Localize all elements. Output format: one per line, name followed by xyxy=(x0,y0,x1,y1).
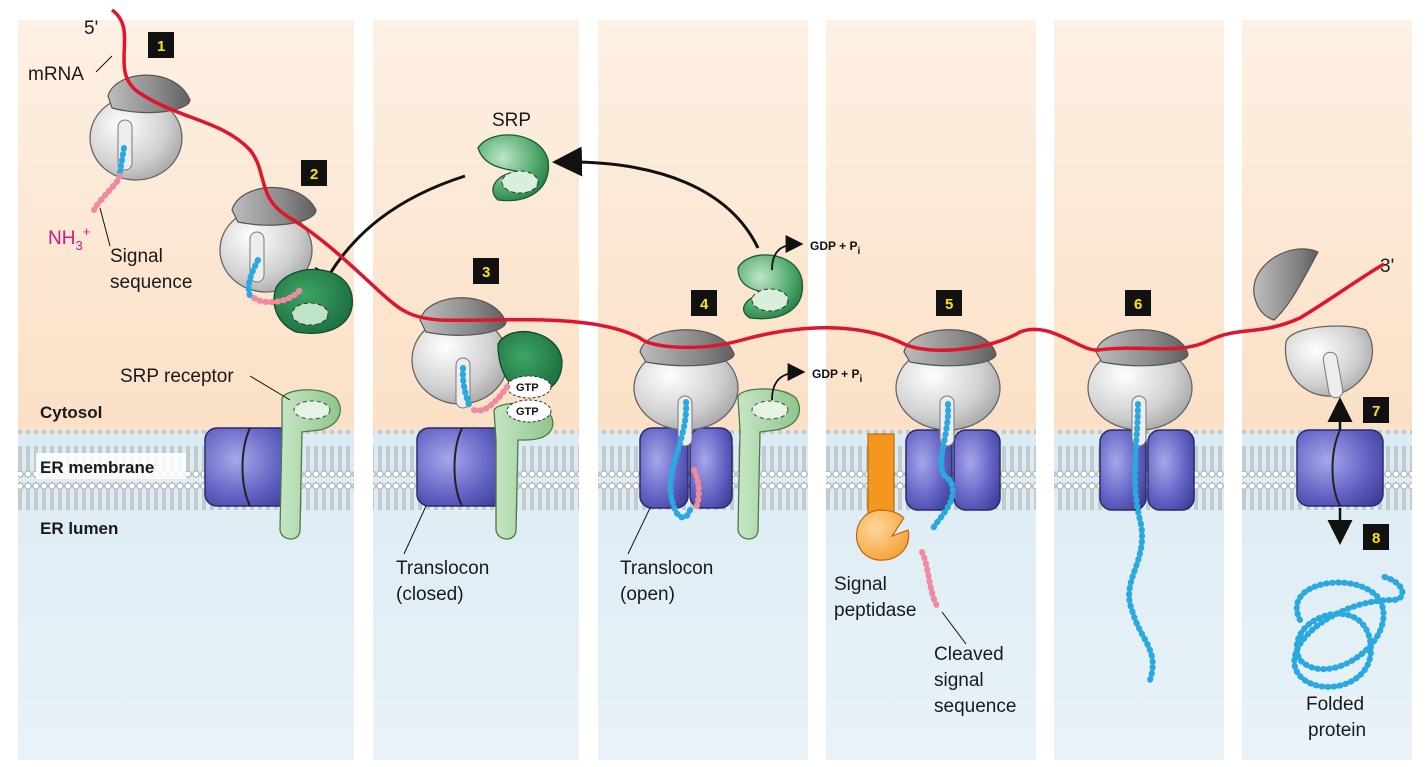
svg-text:2: 2 xyxy=(310,166,318,183)
svg-text:5: 5 xyxy=(945,296,953,313)
gtp-badge-1: GTP xyxy=(506,375,552,399)
cleaved-leader xyxy=(941,611,967,645)
translocon-closed-label-1: Translocon xyxy=(396,558,489,579)
peptide-3-signal xyxy=(471,383,511,414)
peptide-4-signal xyxy=(691,467,702,511)
five-prime-label: 5' xyxy=(84,18,98,39)
nascent-peptides xyxy=(91,145,1406,690)
srp-receptor-label: SRP receptor xyxy=(120,366,234,387)
step-badges: 1 2 3 4 5 6 7 8 xyxy=(148,32,1389,550)
peptide-1-signal xyxy=(91,173,123,213)
folded-protein-label-2: protein xyxy=(1308,720,1366,741)
srp-receptor-3 xyxy=(737,388,800,540)
nh3-label: NH3+ xyxy=(48,224,90,253)
srp-released xyxy=(737,254,804,320)
translocon-open-label-2: (open) xyxy=(620,584,675,605)
translocon-6 xyxy=(1296,429,1384,507)
gdp-pi-label-1: GDP + Pi xyxy=(810,239,860,257)
svg-text:3: 3 xyxy=(482,264,490,281)
cleaved-label-2: signal xyxy=(934,670,984,691)
signal-peptidase-label-1: Signal xyxy=(834,574,887,595)
step-badge-1: 1 xyxy=(148,32,174,58)
cleaved-label-3: sequence xyxy=(934,696,1016,717)
svg-text:6: 6 xyxy=(1134,296,1142,313)
step-badge-6: 6 xyxy=(1125,290,1151,316)
peptide-5-blue xyxy=(929,401,956,533)
peptide-3-blue xyxy=(459,365,473,411)
translocon-closed-leader xyxy=(403,505,427,555)
step-badge-3: 3 xyxy=(473,258,499,284)
step-badge-2: 2 xyxy=(301,160,327,186)
signal-sequence-leader xyxy=(99,207,111,247)
step-badge-5: 5 xyxy=(936,290,962,316)
er-membrane-label-bg xyxy=(36,453,186,479)
er-lumen-label: ER lumen xyxy=(40,519,118,538)
svg-text:7: 7 xyxy=(1372,403,1380,420)
srp-return-arrow xyxy=(552,146,760,249)
three-prime-label: 3' xyxy=(1380,256,1394,277)
svg-text:8: 8 xyxy=(1372,530,1380,547)
peptide-2-blue xyxy=(245,257,261,299)
translocon-closed-label-2: (closed) xyxy=(396,584,464,605)
ribosome-7-dissociated xyxy=(1253,248,1374,399)
svg-text:GTP: GTP xyxy=(516,406,539,418)
peptide-6-blue xyxy=(1126,401,1156,683)
gdp-pi-label-2: GDP + Pi xyxy=(812,367,862,385)
translocon-open-leader xyxy=(627,507,651,555)
mrna-strand xyxy=(110,8,1385,352)
srp-label: SRP xyxy=(492,110,531,131)
folded-protein xyxy=(1291,573,1406,690)
mrna-leader xyxy=(95,55,113,73)
step-badge-7: 7 xyxy=(1363,397,1389,423)
gtp-badge-2: GTP xyxy=(506,399,552,423)
signal-peptidase-label-2: peptidase xyxy=(834,600,916,621)
ribosome-2 xyxy=(219,186,317,293)
gdp-arrow-2 xyxy=(771,363,806,401)
srp-bound-step2 xyxy=(273,268,353,334)
translocon-2 xyxy=(416,427,508,507)
srp-receptor-1 xyxy=(279,389,341,540)
peptide-1-blue xyxy=(117,145,127,175)
svg-text:4: 4 xyxy=(700,296,709,313)
folded-protein-label-1: Folded xyxy=(1306,694,1364,715)
ribosome-5 xyxy=(895,329,1001,447)
gdp-arrow-1 xyxy=(771,235,804,271)
translocon-open-label-1: Translocon xyxy=(620,558,713,579)
signal-peptidase xyxy=(855,433,910,561)
svg-text:1: 1 xyxy=(157,38,165,55)
peptide-4-blue xyxy=(667,399,693,521)
signal-sequence-label-2: sequence xyxy=(110,272,192,293)
cytosol-label: Cytosol xyxy=(40,403,102,422)
cleaved-label-1: Cleaved xyxy=(934,644,1004,665)
peptide-5-cleaved xyxy=(919,549,941,611)
peptide-2-signal xyxy=(251,287,303,306)
er-membrane-label: ER membrane xyxy=(40,458,154,477)
ribosome-3 xyxy=(411,297,509,409)
srp-receptor-leader xyxy=(249,375,291,401)
signal-sequence-label-1: Signal xyxy=(110,246,163,267)
step-badge-8: 8 xyxy=(1363,524,1389,550)
srp-bound-step3 xyxy=(497,330,563,395)
svg-text:GTP: GTP xyxy=(516,382,539,394)
mrna-label: mRNA xyxy=(28,64,84,85)
srp-free xyxy=(477,134,550,202)
step-badge-4: 4 xyxy=(691,290,717,316)
